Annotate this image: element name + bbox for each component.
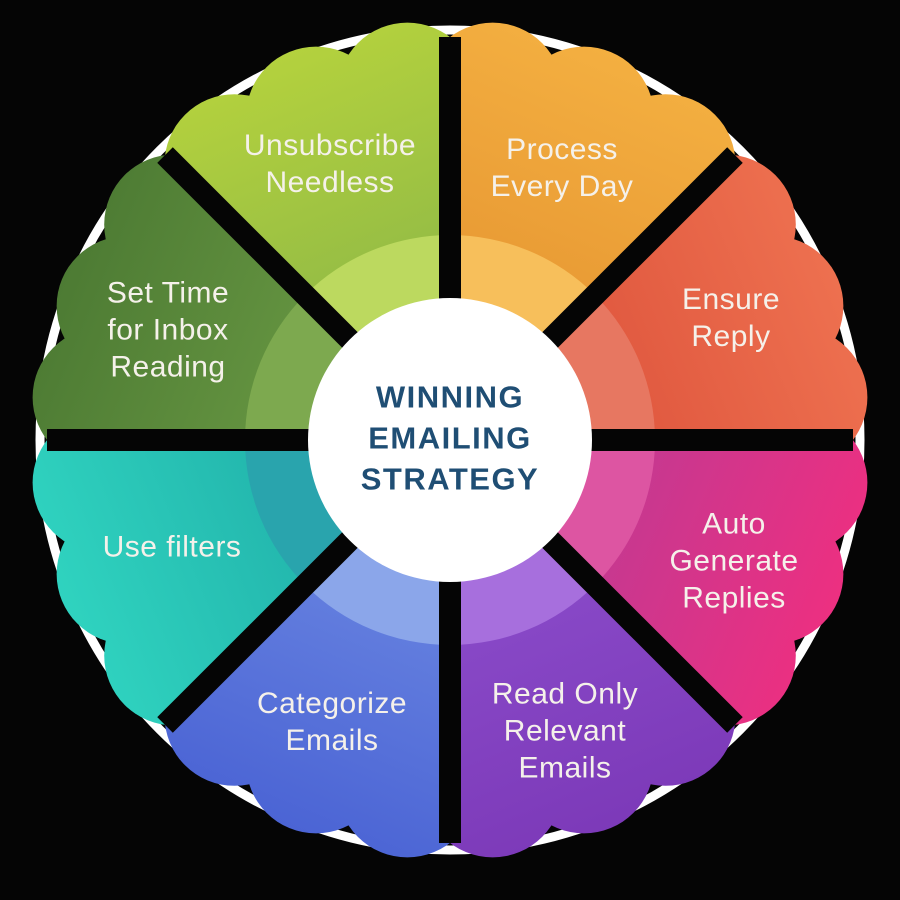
center-circle [308, 298, 592, 582]
outer-ring [35, 25, 865, 855]
